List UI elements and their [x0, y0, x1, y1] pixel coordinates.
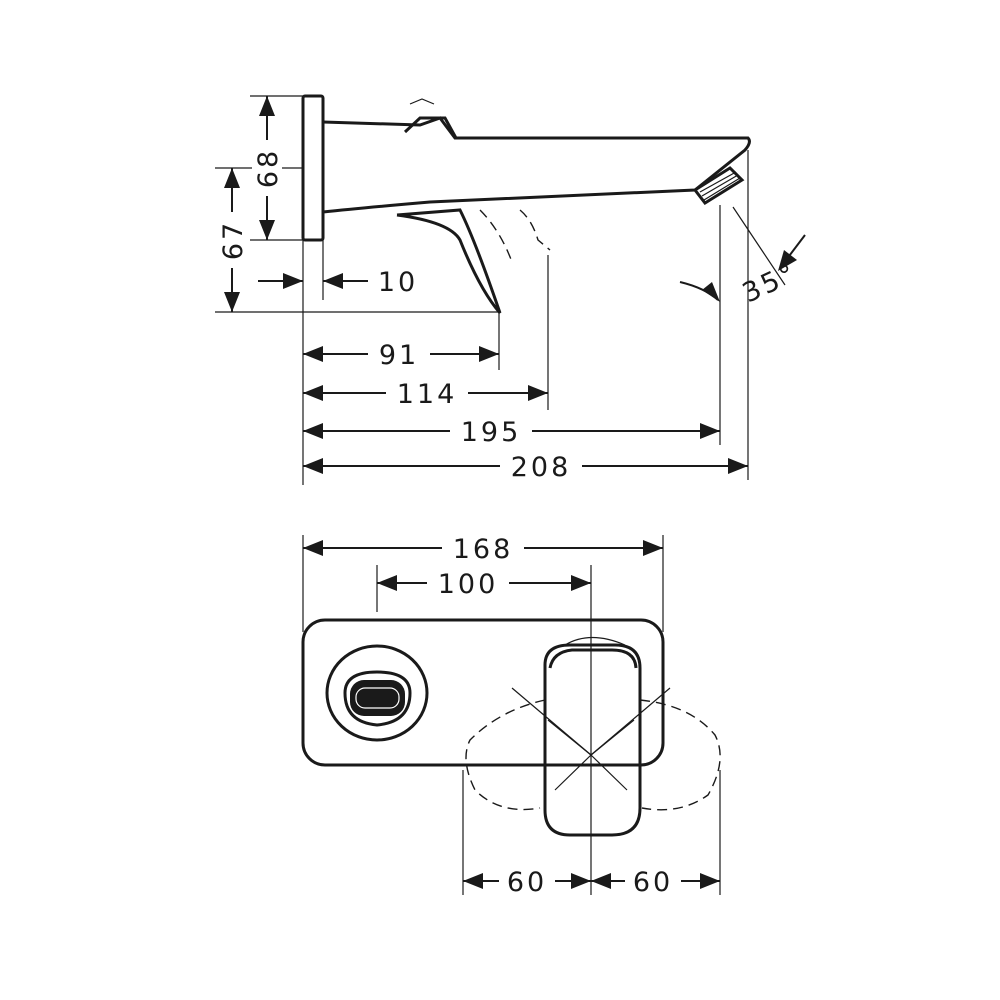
lever-top-arc — [564, 636, 626, 646]
dim-height-lower: 67 — [218, 220, 249, 260]
aerator-face — [350, 680, 405, 716]
dim-swing-right: 60 — [633, 867, 673, 898]
dim-outlet-reach: 195 — [461, 417, 522, 448]
lever-indicator — [409, 98, 435, 105]
lever-swing-dashed — [479, 209, 513, 263]
wall-plate — [301, 94, 325, 242]
dim-plate-thickness: 10 — [378, 267, 418, 298]
front-view: 168 100 60 60 — [301, 532, 721, 898]
outlet-inner — [343, 670, 412, 727]
mixer-lever[interactable] — [543, 643, 642, 837]
spout-body — [322, 116, 751, 214]
dim-total-reach: 208 — [511, 452, 572, 483]
aerator — [692, 166, 745, 205]
dim-swing-left: 60 — [507, 867, 547, 898]
spout-outlet — [325, 644, 429, 742]
cover-plate — [301, 618, 665, 767]
side-view: 68 67 10 91 114 195 — [215, 94, 806, 485]
lever-top — [403, 116, 458, 139]
dim-plate-width: 168 — [453, 534, 514, 565]
dim-centers-distance: 100 — [438, 569, 499, 600]
dim-height-upper: 68 — [253, 148, 284, 188]
dim-swing-reach: 114 — [397, 379, 458, 410]
lever-blade — [396, 208, 502, 314]
dim-handle-reach: 91 — [379, 340, 419, 371]
lever-swing-left — [465, 699, 546, 811]
lever-swing-right — [639, 699, 721, 811]
